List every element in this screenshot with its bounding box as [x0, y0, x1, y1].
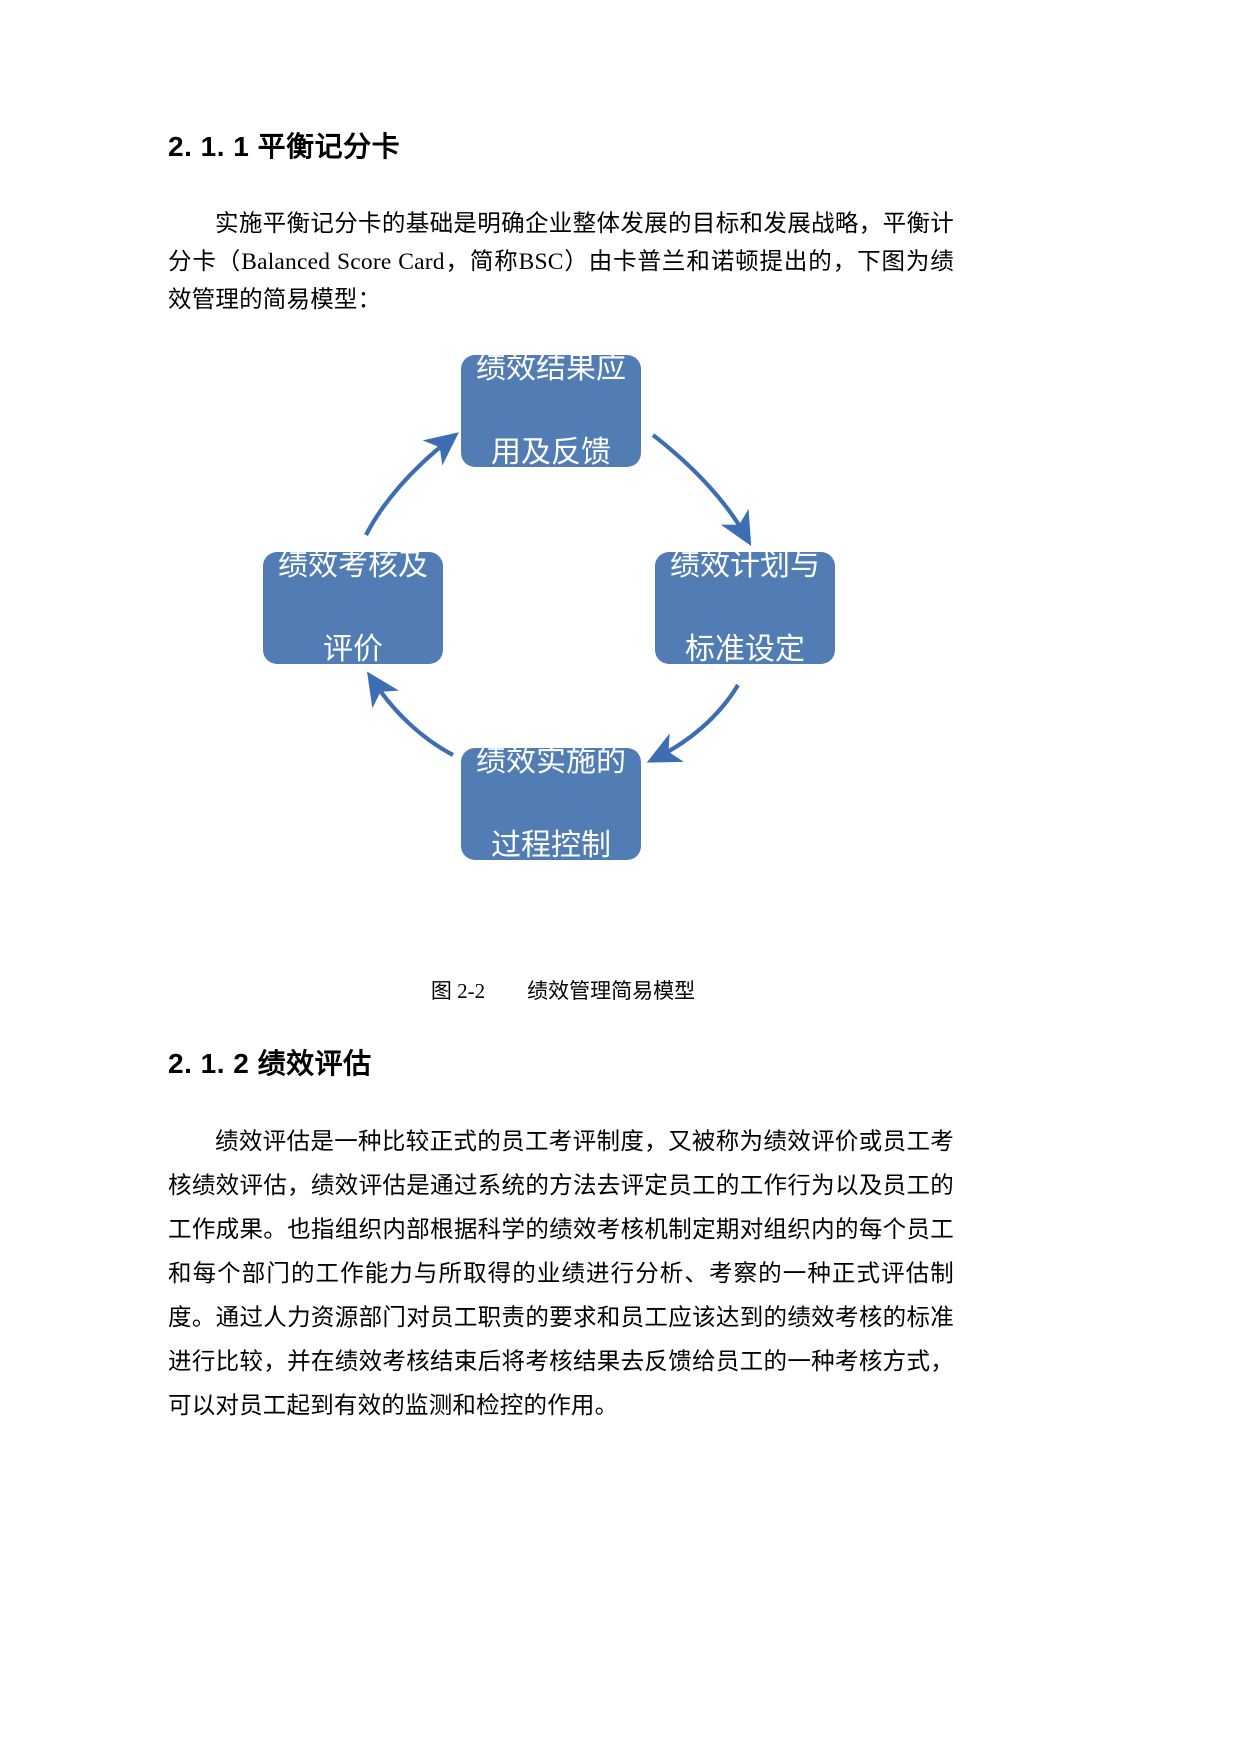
node-left-line1: 绩效考核及 [278, 549, 428, 582]
arrow-top-to-right [651, 433, 752, 546]
section-paragraph-211: 实施平衡记分卡的基础是明确企业整体发展的目标和发展战略，平衡计分卡（Balanc… [168, 211, 954, 313]
node-top-line1: 绩效结果应 [476, 352, 626, 385]
node-left-line2: 评价 [323, 633, 383, 666]
performance-cycle-diagram: 绩效结果应 用及反馈 绩效计划与 标准设定 绩效实施的 过程控制 绩效考核及 评… [168, 330, 958, 890]
node-top-line2: 用及反馈 [491, 436, 611, 469]
arrow-left-to-top [364, 432, 459, 536]
section-heading-211: 2. 1. 1 平衡记分卡 [168, 131, 401, 162]
diagram-node-plan-standards[interactable]: 绩效计划与 标准设定 [655, 549, 835, 666]
section-paragraph-212: 绩效评估是一种比较正式的员工考评制度，又被称为绩效评价或员工考核绩效评估，绩效评… [168, 1129, 954, 1419]
diagram-node-process-control[interactable]: 绩效实施的 过程控制 [461, 745, 641, 862]
node-bottom-line2: 过程控制 [491, 829, 611, 862]
node-bottom-line1: 绩效实施的 [476, 745, 626, 778]
figure-caption: 图 2-2 绩效管理简易模型 [430, 979, 696, 1003]
arrow-bottom-to-left [367, 671, 454, 757]
node-right-line2: 标准设定 [685, 633, 805, 666]
diagram-node-appraisal-evaluation[interactable]: 绩效考核及 评价 [263, 549, 443, 666]
section-heading-212: 2. 1. 2 绩效评估 [168, 1048, 372, 1079]
diagram-node-results-feedback[interactable]: 绩效结果应 用及反馈 [461, 352, 641, 469]
arrow-right-to-bottom [646, 683, 740, 763]
node-right-line1: 绩效计划与 [670, 549, 820, 582]
